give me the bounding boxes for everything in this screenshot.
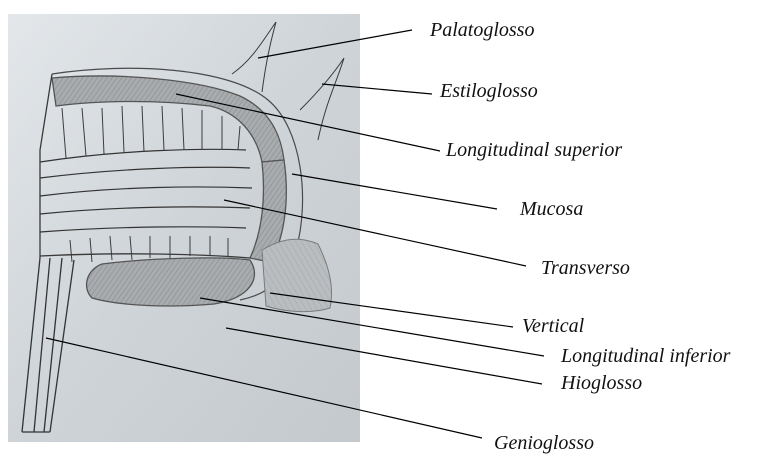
label-longitudinal-inferior: Longitudinal inferior [561,346,730,366]
label-longitudinal-superior: Longitudinal superior [446,140,622,160]
label-hioglosso: Hioglosso [561,373,642,393]
label-transverso: Transverso [541,258,630,278]
label-palatoglosso: Palatoglosso [430,20,534,40]
hioglosso-muscle [262,239,332,311]
label-vertical: Vertical [522,316,584,336]
label-genioglosso: Genioglosso [494,433,594,453]
longitudinal-inferior-muscle [87,258,255,306]
label-mucosa: Mucosa [520,199,583,219]
label-estiloglosso: Estiloglosso [440,81,538,101]
